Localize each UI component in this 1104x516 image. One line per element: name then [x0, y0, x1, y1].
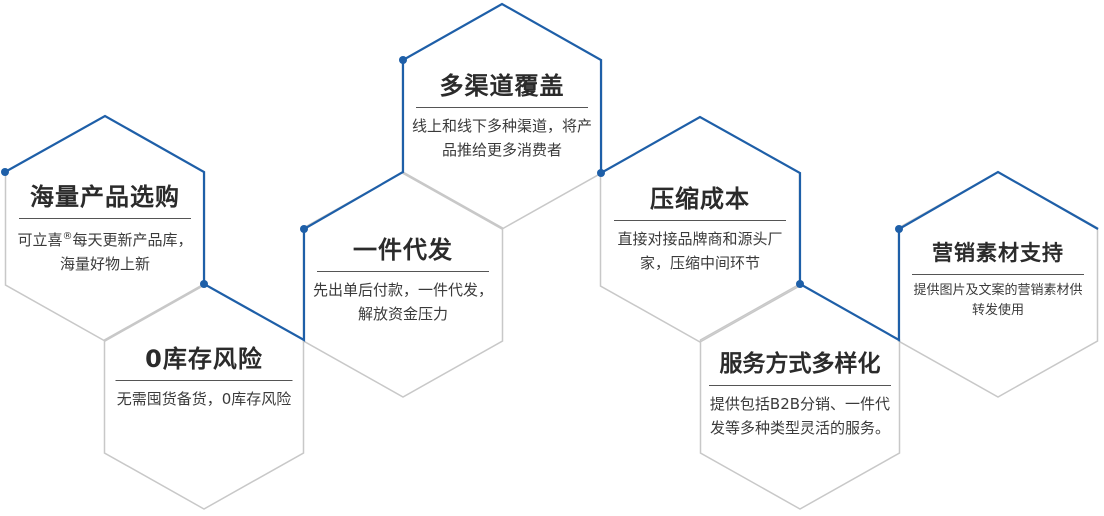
divider [614, 220, 786, 221]
card-multichannel: 多渠道覆盖 线上和线下多种渠道，将产品推给更多消费者 [412, 71, 592, 162]
connector-dot [597, 169, 605, 177]
connector-dot [796, 280, 804, 288]
brand-name: 可立喜 [17, 231, 63, 249]
connector-dot [200, 280, 208, 288]
card-desc: 先出单后付款，一件代发，解放资金压力 [313, 281, 494, 323]
card-mass-products: 海量产品选购 可立喜®每天更新产品库，海量好物上新 [15, 182, 195, 276]
divider [317, 271, 489, 272]
card-desc: 提供图片及文案的营销素材供转发使用 [913, 283, 1083, 318]
registered-mark: ® [62, 231, 73, 242]
card-marketing-materials: 营销素材支持 提供图片及文案的营销素材供转发使用 [908, 238, 1088, 321]
divider [19, 218, 191, 219]
connector-dot [300, 225, 308, 233]
card-desc-text: 每天更新产品库，海量好物上新 [59, 231, 193, 273]
divider [115, 380, 293, 381]
card-title: 服务方式多样化 [719, 351, 881, 377]
divider [709, 385, 891, 386]
card-desc: 无需囤货备货，0库存风险 [116, 390, 292, 408]
card-desc: 提供包括B2B分销、一件代发等多种类型灵活的服务。 [709, 395, 891, 437]
connector-dot [399, 56, 407, 64]
card-title: 多渠道覆盖 [439, 72, 565, 100]
divider [416, 107, 588, 108]
card-title: 0库存风险 [145, 345, 263, 373]
card-cost-reduction: 压缩成本 直接对接品牌商和源头厂家，压缩中间环节 [610, 184, 790, 275]
connector-dot [895, 225, 903, 233]
card-title: 一件代发 [353, 236, 453, 264]
connector-dot [1, 168, 9, 176]
card-desc: 线上和线下多种渠道，将产品推给更多消费者 [412, 117, 593, 159]
blue-connector-line [4, 2, 1099, 342]
card-zero-inventory: 0库存风险 无需囤货备货，0库存风险 [112, 344, 297, 411]
card-diverse-services: 服务方式多样化 提供包括B2B分销、一件代发等多种类型灵活的服务。 [705, 349, 895, 440]
card-desc: 可立喜®每天更新产品库，海量好物上新 [15, 225, 195, 276]
card-title: 压缩成本 [650, 185, 750, 213]
card-title: 营销素材支持 [932, 241, 1064, 265]
card-title: 海量产品选购 [30, 183, 180, 211]
card-desc: 直接对接品牌商和源头厂家，压缩中间环节 [617, 230, 783, 272]
divider [912, 274, 1084, 275]
card-dropshipping: 一件代发 先出单后付款，一件代发，解放资金压力 [313, 235, 493, 326]
